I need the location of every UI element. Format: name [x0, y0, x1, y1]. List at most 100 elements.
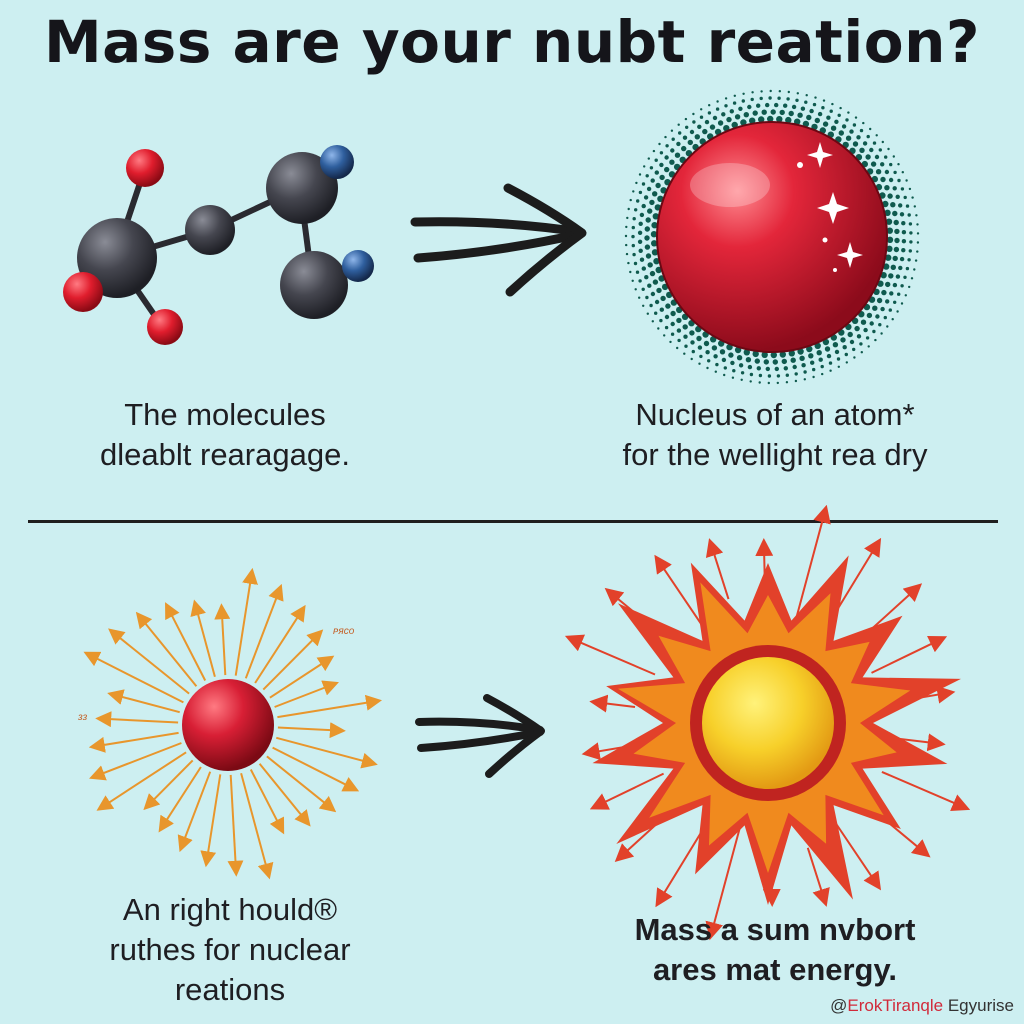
halo-dot: [874, 154, 880, 160]
halo-dot: [880, 162, 885, 167]
halo-dot: [772, 359, 778, 365]
halo-dot: [684, 117, 688, 121]
halo-dot: [765, 366, 770, 372]
halo-dot: [901, 171, 904, 174]
halo-dot: [638, 279, 642, 283]
halo-dot: [887, 147, 890, 151]
halo-dot: [740, 371, 745, 375]
halo-dot: [631, 279, 634, 282]
halo-dot: [706, 366, 709, 370]
halo-dot: [913, 205, 916, 208]
halo-dot: [849, 339, 855, 345]
explosion-ray: [806, 847, 830, 907]
halo-dot: [767, 374, 772, 378]
halo-dot: [670, 148, 675, 153]
halo-dot: [795, 98, 799, 102]
halo-dot: [721, 357, 727, 363]
halo-dot: [696, 335, 702, 342]
halo-dot: [836, 357, 841, 361]
section-divider: [28, 520, 998, 523]
halo-dot: [905, 179, 908, 182]
halo-dot: [659, 174, 665, 181]
halo-dot: [822, 99, 826, 102]
halo-dot: [650, 231, 658, 238]
halo-dot: [641, 182, 646, 186]
halo-dot: [655, 266, 662, 274]
radiating-atom-illustration: [83, 567, 382, 880]
halo-dot: [632, 252, 636, 257]
atom-blue-bottom: [342, 250, 374, 282]
halo-dot: [676, 141, 681, 147]
halo-dot: [750, 97, 754, 102]
halo-dot: [625, 252, 629, 256]
halo-dot: [639, 257, 645, 262]
energy-ray: [165, 602, 207, 681]
halo-dot: [713, 354, 718, 359]
halo-dot: [691, 349, 695, 354]
halo-dot: [659, 307, 664, 312]
halo-dot: [915, 214, 918, 217]
halo-dot: [644, 235, 650, 241]
halo-dot: [837, 113, 841, 117]
halo-dot: [723, 366, 727, 370]
halo-dot: [788, 350, 795, 357]
red-atom-sphere: [182, 679, 274, 771]
halo-dot: [840, 337, 846, 343]
halo-dot: [878, 323, 882, 327]
arrow-icon-top: [410, 183, 587, 297]
halo-dot: [783, 366, 788, 371]
halo-dot: [810, 360, 815, 365]
halo-dot: [901, 248, 906, 253]
halo-dot: [893, 300, 897, 304]
halo-dot: [816, 350, 822, 356]
halo-dot: [866, 312, 873, 319]
halo-dot: [790, 357, 796, 363]
halo-dot: [791, 104, 797, 110]
energy-explosion-illustration: [564, 504, 971, 941]
halo-dot: [774, 366, 779, 372]
halo-dot: [654, 311, 658, 315]
halo-dot: [664, 166, 670, 173]
halo-dot: [892, 210, 898, 217]
halo-dot: [829, 369, 832, 372]
explosion-ray: [795, 504, 831, 619]
energy-ray: [96, 751, 187, 811]
energy-ray: [258, 763, 311, 827]
halo-dot: [698, 362, 701, 365]
halo-dot: [653, 258, 660, 265]
halo-dot: [629, 270, 632, 274]
halo-dot: [704, 119, 710, 125]
halo-dot: [881, 289, 887, 296]
energy-ray: [274, 680, 339, 708]
halo-dot: [674, 152, 681, 158]
halo-dot: [644, 244, 651, 250]
halo-dot: [862, 141, 868, 146]
halo-dot: [724, 104, 728, 108]
caption-nuclear: An right hould® ruthes for nuclear reati…: [109, 892, 351, 1007]
halo-dot: [905, 266, 910, 271]
halo-dot: [901, 221, 906, 226]
energy-ray: [143, 759, 194, 811]
halo-dot: [638, 296, 641, 299]
halo-dot: [806, 114, 812, 121]
halo-dot: [899, 212, 905, 217]
halo-dot: [828, 361, 833, 365]
halo-dot: [914, 259, 918, 262]
halo-dot: [741, 99, 745, 103]
halo-dot: [703, 340, 710, 347]
halo-dot: [909, 231, 913, 235]
explosion-ray: [589, 694, 636, 713]
halo-dot: [870, 161, 877, 167]
halo-dot: [826, 115, 831, 120]
halo-dot: [740, 119, 747, 126]
halo-dot: [916, 241, 920, 244]
energy-ray: [240, 773, 274, 880]
halo-dot: [785, 116, 792, 124]
halo-dot: [626, 216, 629, 220]
halo-dot: [697, 124, 702, 129]
halo-dot: [883, 315, 887, 320]
halo-dot: [869, 147, 874, 153]
halo-dot: [769, 89, 772, 93]
halo-dot: [875, 169, 882, 175]
halo-dot: [908, 249, 912, 253]
